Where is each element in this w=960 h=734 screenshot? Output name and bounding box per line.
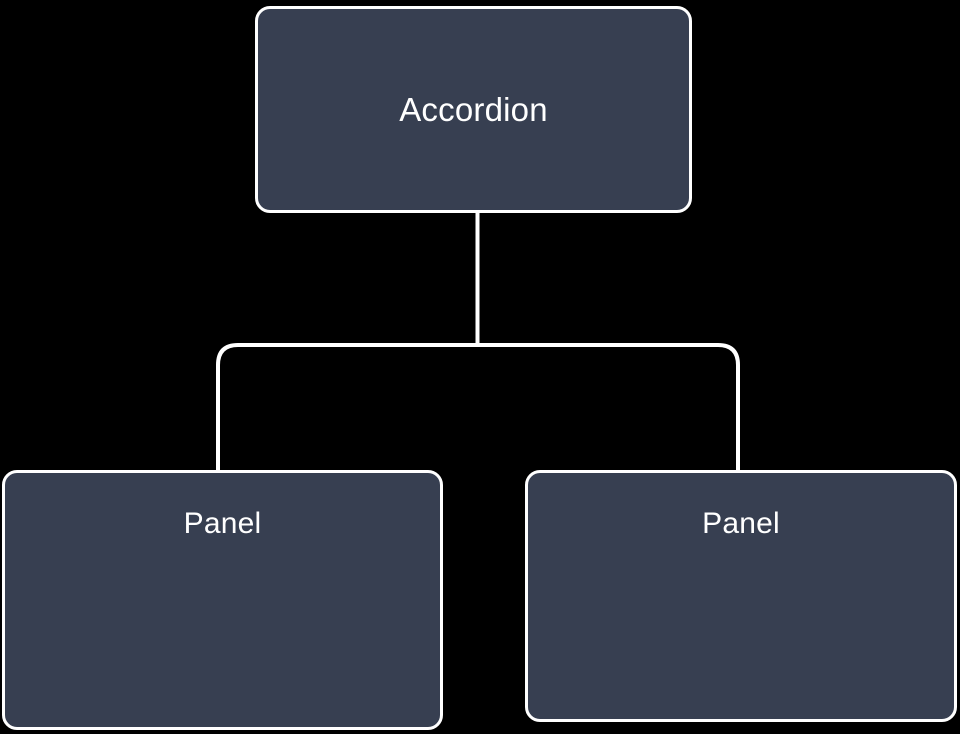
node-panel-inactive-title: Panel (702, 507, 780, 540)
node-panel-active-title: Panel (183, 507, 262, 540)
node-accordion-title: Accordion (399, 91, 548, 128)
connector-branch-left (216, 343, 478, 472)
node-panel-active[interactable]: Panel isActive true (2, 470, 443, 730)
node-accordion[interactable]: Accordion (255, 6, 692, 213)
node-panel-inactive[interactable]: Panel isActive false (525, 470, 957, 722)
connector-branch-right (477, 343, 740, 472)
